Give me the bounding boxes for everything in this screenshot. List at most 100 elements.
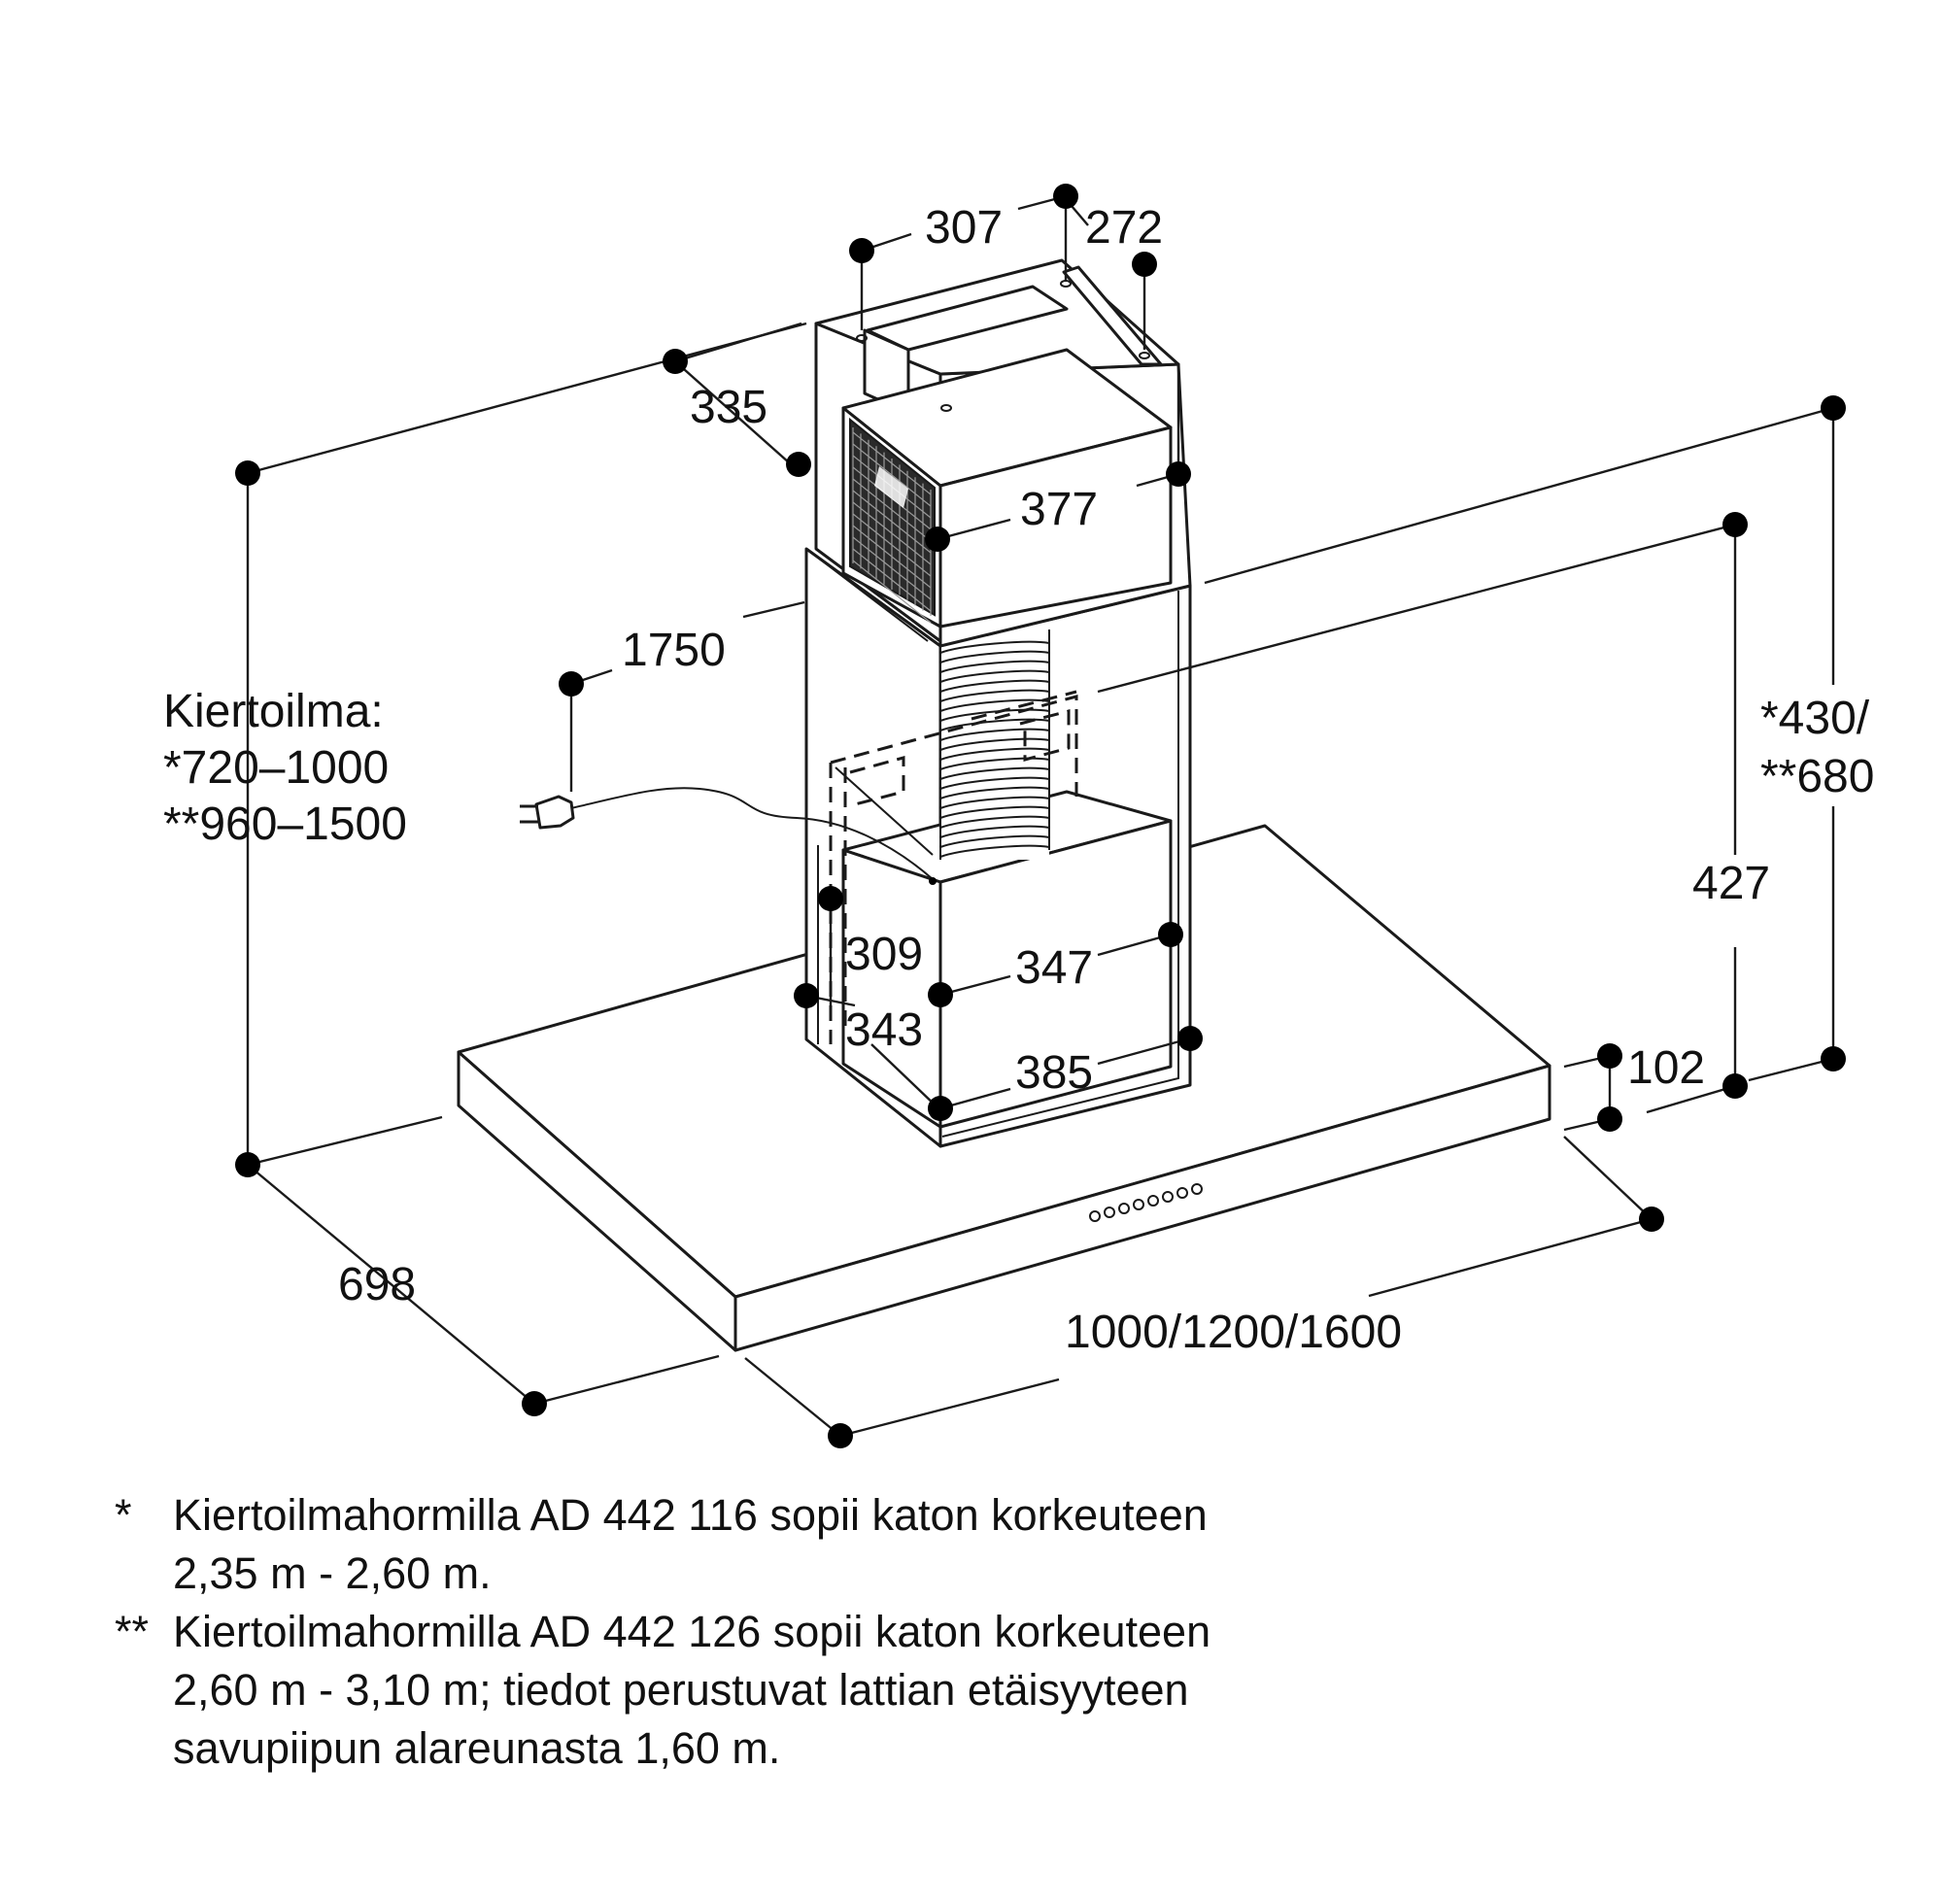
duct-rib xyxy=(939,679,1050,693)
grille-line xyxy=(852,536,932,600)
footnote-line: Kiertoilmahormilla AD 442 116 sopii kato… xyxy=(173,1490,1208,1540)
dimension-dot xyxy=(522,1391,547,1416)
grille-line xyxy=(852,431,932,495)
duct-rib xyxy=(939,660,1050,673)
control-button xyxy=(1162,1191,1174,1203)
dimension-dot xyxy=(235,1152,260,1177)
control-buttons xyxy=(1089,1183,1203,1222)
upper-chimney xyxy=(814,258,1192,648)
duct-rib xyxy=(939,728,1050,741)
duct-rib xyxy=(939,718,1050,731)
grille-line xyxy=(852,548,932,612)
dim-label-335: 335 xyxy=(690,382,767,433)
footnote-line: 2,35 m - 2,60 m. xyxy=(173,1548,492,1598)
dimension-labels: 307 272 335 377 1750 309 347 343 385 102… xyxy=(163,202,1874,1358)
dimension-dot xyxy=(928,1096,953,1121)
dimension-markers xyxy=(235,184,1846,1448)
dimension-dot xyxy=(1722,512,1748,537)
duct-rib xyxy=(939,776,1050,790)
motor-unit-front xyxy=(938,819,1173,1129)
duct-rib xyxy=(939,844,1050,858)
control-button xyxy=(1191,1183,1203,1195)
duct-rib xyxy=(939,737,1050,751)
grille-line xyxy=(852,525,932,589)
footnote-2: ** Kiertoilmahormilla AD 442 126 sopii k… xyxy=(115,1603,1863,1778)
grille-line xyxy=(852,560,932,624)
footnote-line: savupiipun alareunasta 1,60 m. xyxy=(173,1723,781,1773)
footnote-line: 2,60 m - 3,10 m; tiedot perustuvat latti… xyxy=(173,1665,1189,1715)
dimension-dot xyxy=(794,983,819,1008)
dim-label-427: 427 xyxy=(1692,858,1770,909)
control-button xyxy=(1133,1199,1144,1210)
duct-rib xyxy=(939,834,1050,848)
dimension-dot xyxy=(928,982,953,1007)
footnote-1: * Kiertoilmahormilla AD 442 116 sopii ka… xyxy=(115,1486,1863,1603)
footnotes: * Kiertoilmahormilla AD 442 116 sopii ka… xyxy=(115,1486,1863,1778)
footnote-text: Kiertoilmahormilla AD 442 126 sopii kato… xyxy=(173,1603,1863,1778)
lower-chimney-inner-edge xyxy=(941,591,1179,1138)
dimension-dot xyxy=(786,452,811,477)
dimension-dot xyxy=(1177,1026,1203,1051)
dimension-dot xyxy=(828,1423,853,1448)
duct-rib xyxy=(939,815,1050,829)
recirculation-range-1: *720–1000 xyxy=(163,742,389,794)
duct-ribs xyxy=(939,640,1050,858)
control-button xyxy=(1176,1187,1188,1199)
control-button xyxy=(1147,1195,1159,1207)
grille-line xyxy=(852,490,932,554)
screw-hole xyxy=(1139,352,1150,359)
control-button xyxy=(1089,1210,1101,1222)
dimension-dot xyxy=(1639,1207,1664,1232)
dimension-dot xyxy=(1053,184,1078,209)
footnote-line: Kiertoilmahormilla AD 442 126 sopii kato… xyxy=(173,1607,1211,1656)
dim-label-272: 272 xyxy=(1085,202,1163,254)
dimension-dot xyxy=(1597,1043,1622,1069)
footnote-mark: * xyxy=(115,1490,132,1540)
dim-label-385: 385 xyxy=(1015,1047,1093,1099)
duct-rib xyxy=(939,805,1050,819)
dim-label-width: 1000/1200/1600 xyxy=(1065,1307,1402,1358)
power-cable xyxy=(520,787,937,885)
duct-rib xyxy=(939,669,1050,683)
dimension-lines xyxy=(246,194,1835,1438)
mounting-bracket-rail xyxy=(1062,265,1163,366)
dim-label-377: 377 xyxy=(1020,484,1098,535)
duct-rib xyxy=(939,825,1050,838)
duct-rib xyxy=(939,747,1050,761)
dimension-dot xyxy=(1158,922,1183,947)
dimension-dot xyxy=(1132,252,1157,277)
power-plug-icon xyxy=(520,795,575,830)
grille-line xyxy=(852,501,932,565)
dimension-dot xyxy=(1821,1046,1846,1071)
dim-label-1750: 1750 xyxy=(622,625,726,676)
grille-line xyxy=(852,443,932,507)
duct-rib xyxy=(939,640,1050,654)
dimension-dot xyxy=(559,671,584,697)
dim-label-307: 307 xyxy=(925,202,1003,254)
duct-rib xyxy=(939,650,1050,663)
grille-line xyxy=(852,513,932,577)
control-button xyxy=(1104,1207,1115,1218)
filter-box-front xyxy=(938,425,1173,629)
duct-rib xyxy=(939,689,1050,702)
filter-highlight xyxy=(874,466,908,508)
dimension-dot xyxy=(235,460,260,486)
screw-hole xyxy=(856,334,868,342)
dim-label-347: 347 xyxy=(1015,942,1093,994)
duct-rib xyxy=(939,796,1050,809)
recirculation-kit-outline xyxy=(829,690,1078,1044)
lower-chimney-inner-edge xyxy=(805,548,929,642)
dimension-dot xyxy=(1722,1073,1748,1099)
dimension-dot xyxy=(663,349,688,374)
dim-label-343: 343 xyxy=(845,1004,923,1056)
recirculation-range-2: **960–1500 xyxy=(163,799,407,850)
duct-rib xyxy=(939,757,1050,770)
duct-rib xyxy=(939,786,1050,799)
dim-label-680: **680 xyxy=(1760,751,1874,802)
dimension-dot xyxy=(1597,1106,1622,1132)
footnote-text: Kiertoilmahormilla AD 442 116 sopii kato… xyxy=(173,1486,1863,1603)
dimension-dot xyxy=(925,527,950,552)
dimension-dot xyxy=(849,238,874,263)
dimension-dot xyxy=(1821,395,1846,421)
